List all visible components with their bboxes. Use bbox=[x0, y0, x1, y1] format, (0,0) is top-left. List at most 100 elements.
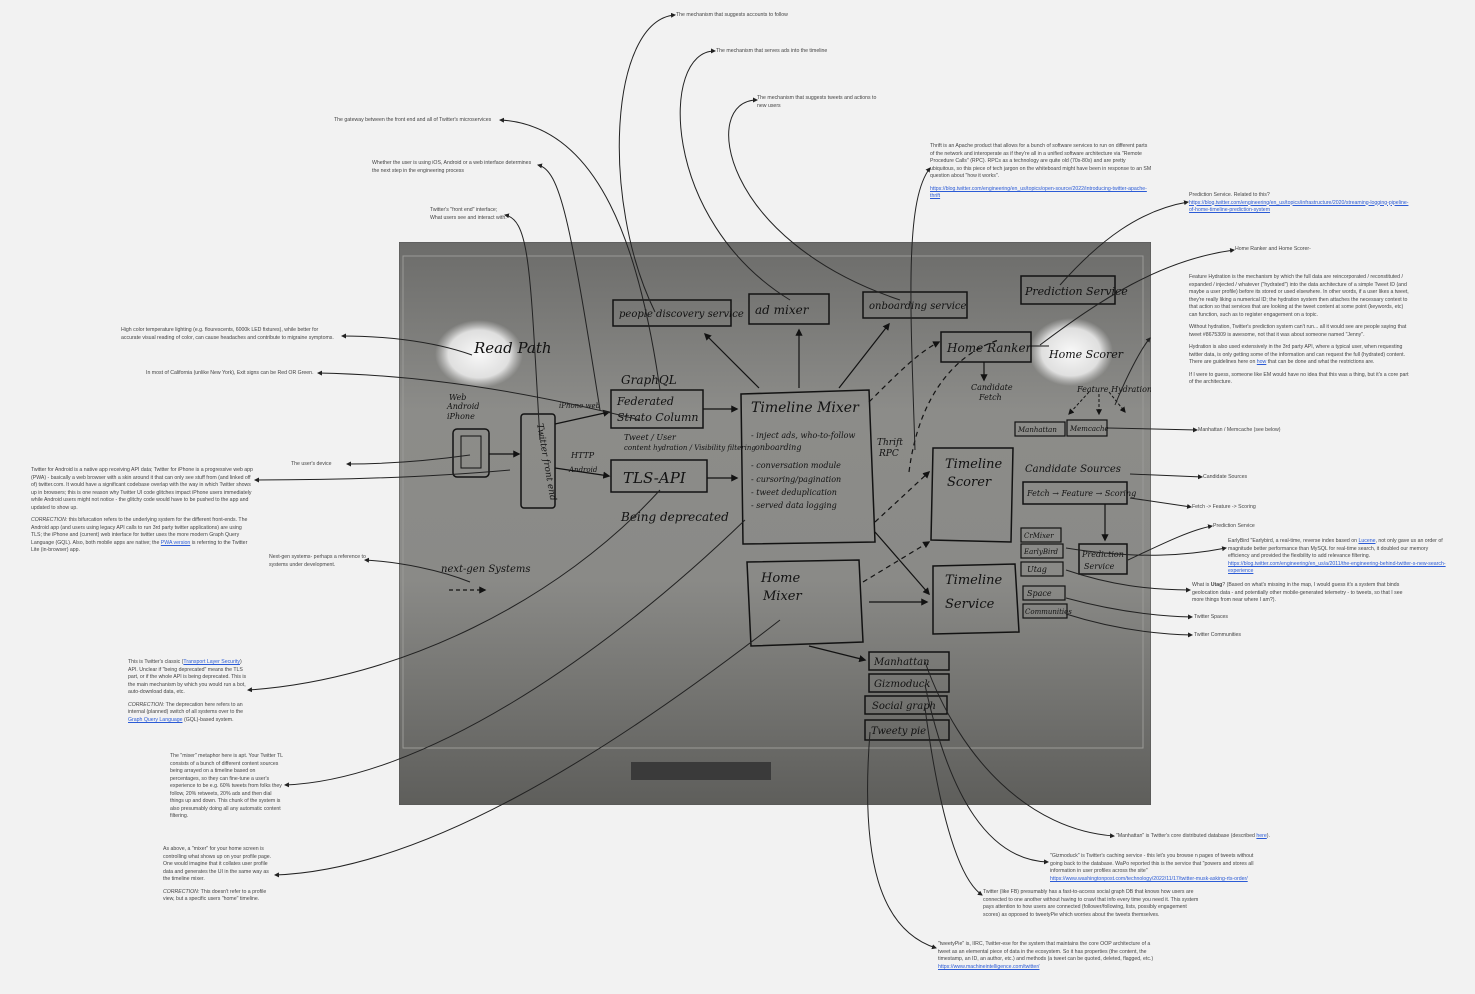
annotation-spaces: Twitter Spaces bbox=[1194, 614, 1229, 620]
how-link[interactable]: how bbox=[1256, 359, 1267, 366]
tweety-pie-label: Tweety pie bbox=[871, 726, 926, 737]
timeline-scorer-label-1: Timeline bbox=[945, 457, 1003, 472]
mixer-to-onboarding-arrow bbox=[838, 322, 890, 389]
utag-box bbox=[1020, 561, 1064, 577]
earlybird-label: EarlyBird bbox=[1023, 548, 1059, 556]
tweetypie-link[interactable]: https://www.machineintelligence.com/twit… bbox=[938, 963, 1040, 970]
manhattan-box bbox=[868, 651, 950, 671]
tweet-user-label: Tweet / User bbox=[624, 433, 677, 442]
http-label: HTTP bbox=[570, 451, 595, 460]
annotation-users-device: The user's device bbox=[291, 461, 332, 467]
prediction-link[interactable]: https://blog.twitter.com/engineering/en_… bbox=[1189, 199, 1409, 214]
memcache-label: Memcache bbox=[1069, 425, 1109, 433]
annotation-fetch-scoring: Fetch -> Feature -> Scoring bbox=[1192, 504, 1256, 510]
tm-line-4: - cursoring/pagination bbox=[751, 475, 841, 484]
earlybird-link[interactable]: https://blog.twitter.com/engineering/en_… bbox=[1228, 560, 1446, 575]
annotation-manhattan-db: "Manhattan" is Twitter's core distribute… bbox=[1116, 833, 1270, 839]
annotation-earlybird: EarlyBird "Earlybird, a real-time, rever… bbox=[1228, 538, 1446, 575]
prediction-service-top-label: Prediction Service bbox=[1024, 285, 1128, 298]
next-gen-label: next-gen Systems bbox=[441, 564, 531, 575]
annotation-candidate-sources: Candidate Sources bbox=[1203, 474, 1248, 480]
annotation-prediction-service: Prediction Service bbox=[1213, 523, 1255, 529]
annotation-hydration: Feature Hydration is the mechanism by wh… bbox=[1189, 274, 1409, 386]
hydration-arrow-1 bbox=[1068, 391, 1090, 415]
annotation-front-end: Twitter's "front end" interface; What us… bbox=[430, 207, 507, 221]
twitter-front-end-label: Twitter front end bbox=[534, 423, 557, 502]
annotation-suggest-tweets: The mechanism that suggests tweets and a… bbox=[757, 95, 877, 109]
annotation-exit-signs: In most of California (unlike New York),… bbox=[146, 370, 314, 376]
space-label: Space bbox=[1027, 589, 1052, 598]
whiteboard-photo: Read Path Web Android iPhone Twitter fro… bbox=[399, 242, 1151, 805]
memcache-box bbox=[1066, 419, 1108, 437]
web-label: Web bbox=[449, 393, 466, 402]
home-mixer-label-2: Mixer bbox=[762, 589, 802, 604]
thrift-rpc-label-1: Thrift bbox=[877, 438, 903, 448]
social-graph-label: Social graph bbox=[872, 701, 936, 712]
manhattan-small-box bbox=[1014, 421, 1066, 437]
mixer-to-scorer-dashed bbox=[874, 471, 931, 523]
gizmoduck-link[interactable]: https://www.washingtonpost.com/technolog… bbox=[1050, 875, 1248, 882]
earlybird-box bbox=[1020, 543, 1064, 559]
lucene-link[interactable]: Lucene bbox=[1358, 538, 1376, 544]
annotation-utag: What is Utag? (Based on what's missing i… bbox=[1192, 582, 1403, 604]
timeline-scorer-box bbox=[930, 447, 1014, 543]
federated-label: Federated bbox=[616, 395, 674, 408]
manhattan-label: Manhattan bbox=[873, 657, 929, 668]
mixer-to-ranker-dashed bbox=[868, 341, 941, 403]
annotation-gizmoduck: "Gizmoduck" is Twitter's caching service… bbox=[1050, 853, 1254, 882]
tm-line-1: - inject ads, who-to-follow bbox=[751, 431, 855, 440]
home-scorer-label: Home Scorer bbox=[1048, 348, 1124, 361]
board-frame bbox=[399, 242, 1151, 805]
timeline-mixer-label: Timeline Mixer bbox=[751, 400, 860, 416]
ad-mixer-label: ad mixer bbox=[755, 303, 810, 317]
tm-line-6: - served data logging bbox=[751, 501, 837, 510]
thrift-link[interactable]: https://blog.twitter.com/engineering/en_… bbox=[930, 185, 1147, 200]
board-tray bbox=[631, 762, 771, 780]
fetch-feature-scoring-box bbox=[1022, 481, 1128, 505]
iphone-label: iPhone bbox=[447, 412, 475, 421]
tls-link[interactable]: Transport Layer Security bbox=[183, 659, 240, 665]
tls-api-label: TLS-API bbox=[623, 469, 687, 487]
tm-line-5: - tweet deduplication bbox=[751, 488, 837, 497]
candidate-sources-label: Candidate Sources bbox=[1025, 464, 1121, 475]
mixer-to-people-arrow bbox=[703, 332, 760, 389]
homemixer-to-storage-arrow bbox=[808, 645, 867, 663]
annotation-platform-choice: Whether the user is using iOS, Android o… bbox=[372, 160, 532, 174]
candidate-fetch-label-1: Candidate bbox=[971, 383, 1013, 392]
annotation-thrift: Thrift is an Apache product that allows … bbox=[930, 143, 1152, 200]
iphone-web-label: iPhone web bbox=[559, 402, 601, 410]
graphql-label: GraphQL bbox=[621, 373, 677, 387]
annotation-gateway: The gateway between the front end and al… bbox=[334, 117, 492, 123]
feature-hydration-label: Feature Hydration bbox=[1076, 385, 1151, 394]
pwa-link[interactable]: PWA version bbox=[160, 539, 191, 546]
timeline-service-box bbox=[932, 563, 1020, 635]
prediction-service-low-label-1: Prediction bbox=[1081, 550, 1124, 559]
timeline-service-label-1: Timeline bbox=[945, 573, 1003, 588]
thrift-dashed bbox=[908, 339, 1000, 473]
thrift-rpc-label-2: RPC bbox=[878, 449, 899, 459]
gizmoduck-label: Gizmoduck bbox=[874, 679, 930, 690]
annotation-prediction: Prediction Service. Related to this?http… bbox=[1189, 192, 1409, 214]
manhattan-link[interactable]: here bbox=[1256, 833, 1267, 839]
timeline-service-label-2: Service bbox=[945, 597, 995, 612]
strato-column-label: Strato Column bbox=[617, 411, 698, 424]
annotation-suggest-accounts: The mechanism that suggests accounts to … bbox=[676, 12, 788, 18]
communities-label: Communities bbox=[1025, 608, 1072, 616]
home-mixer-label-1: Home bbox=[760, 571, 800, 586]
annotation-lighting: High color temperature lighting (e.g. fl… bbox=[121, 327, 334, 341]
content-hydration-label: content hydration / Visibility filtering bbox=[624, 444, 756, 452]
gql-link[interactable]: Graph Query Language bbox=[128, 716, 183, 723]
annotation-communities: Twitter Communities bbox=[1194, 632, 1241, 638]
utag-label: Utag bbox=[1027, 565, 1047, 574]
prediction-service-low-label-2: Service bbox=[1084, 562, 1115, 571]
android-small-label: Android bbox=[568, 466, 598, 474]
hydration-arrow-3 bbox=[1108, 391, 1126, 413]
crmixer-label: CrMixer bbox=[1024, 532, 1054, 540]
annotation-tls: This is Twitter's classic (Transport Lay… bbox=[128, 659, 247, 723]
mixer-to-timeline-service-arrow bbox=[874, 531, 930, 596]
onboarding-label: onboarding service bbox=[869, 301, 967, 312]
being-deprecated-label: Being deprecated bbox=[620, 510, 729, 524]
annotation-social-graph: Twitter (like FB) presumably has a fast-… bbox=[983, 889, 1199, 918]
fetch-feature-scoring-label: Fetch → Feature → Scoring bbox=[1026, 489, 1136, 498]
tm-line-3: - conversation module bbox=[751, 461, 841, 470]
